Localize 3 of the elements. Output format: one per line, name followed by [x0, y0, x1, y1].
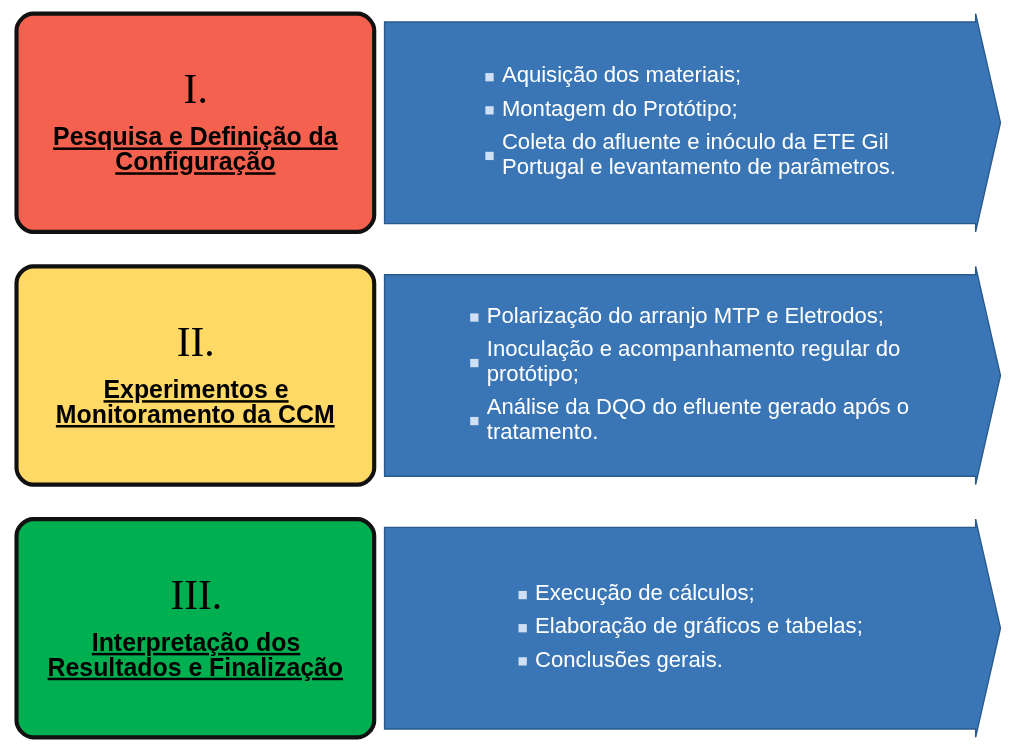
- node-box: III. Interpretação dos Resultados e Finalização: [14, 517, 377, 740]
- node-box: II. Experimentos e Monitoramento da CCM: [14, 264, 377, 487]
- node-box: I. Pesquisa e Definição da Configuração: [14, 11, 377, 234]
